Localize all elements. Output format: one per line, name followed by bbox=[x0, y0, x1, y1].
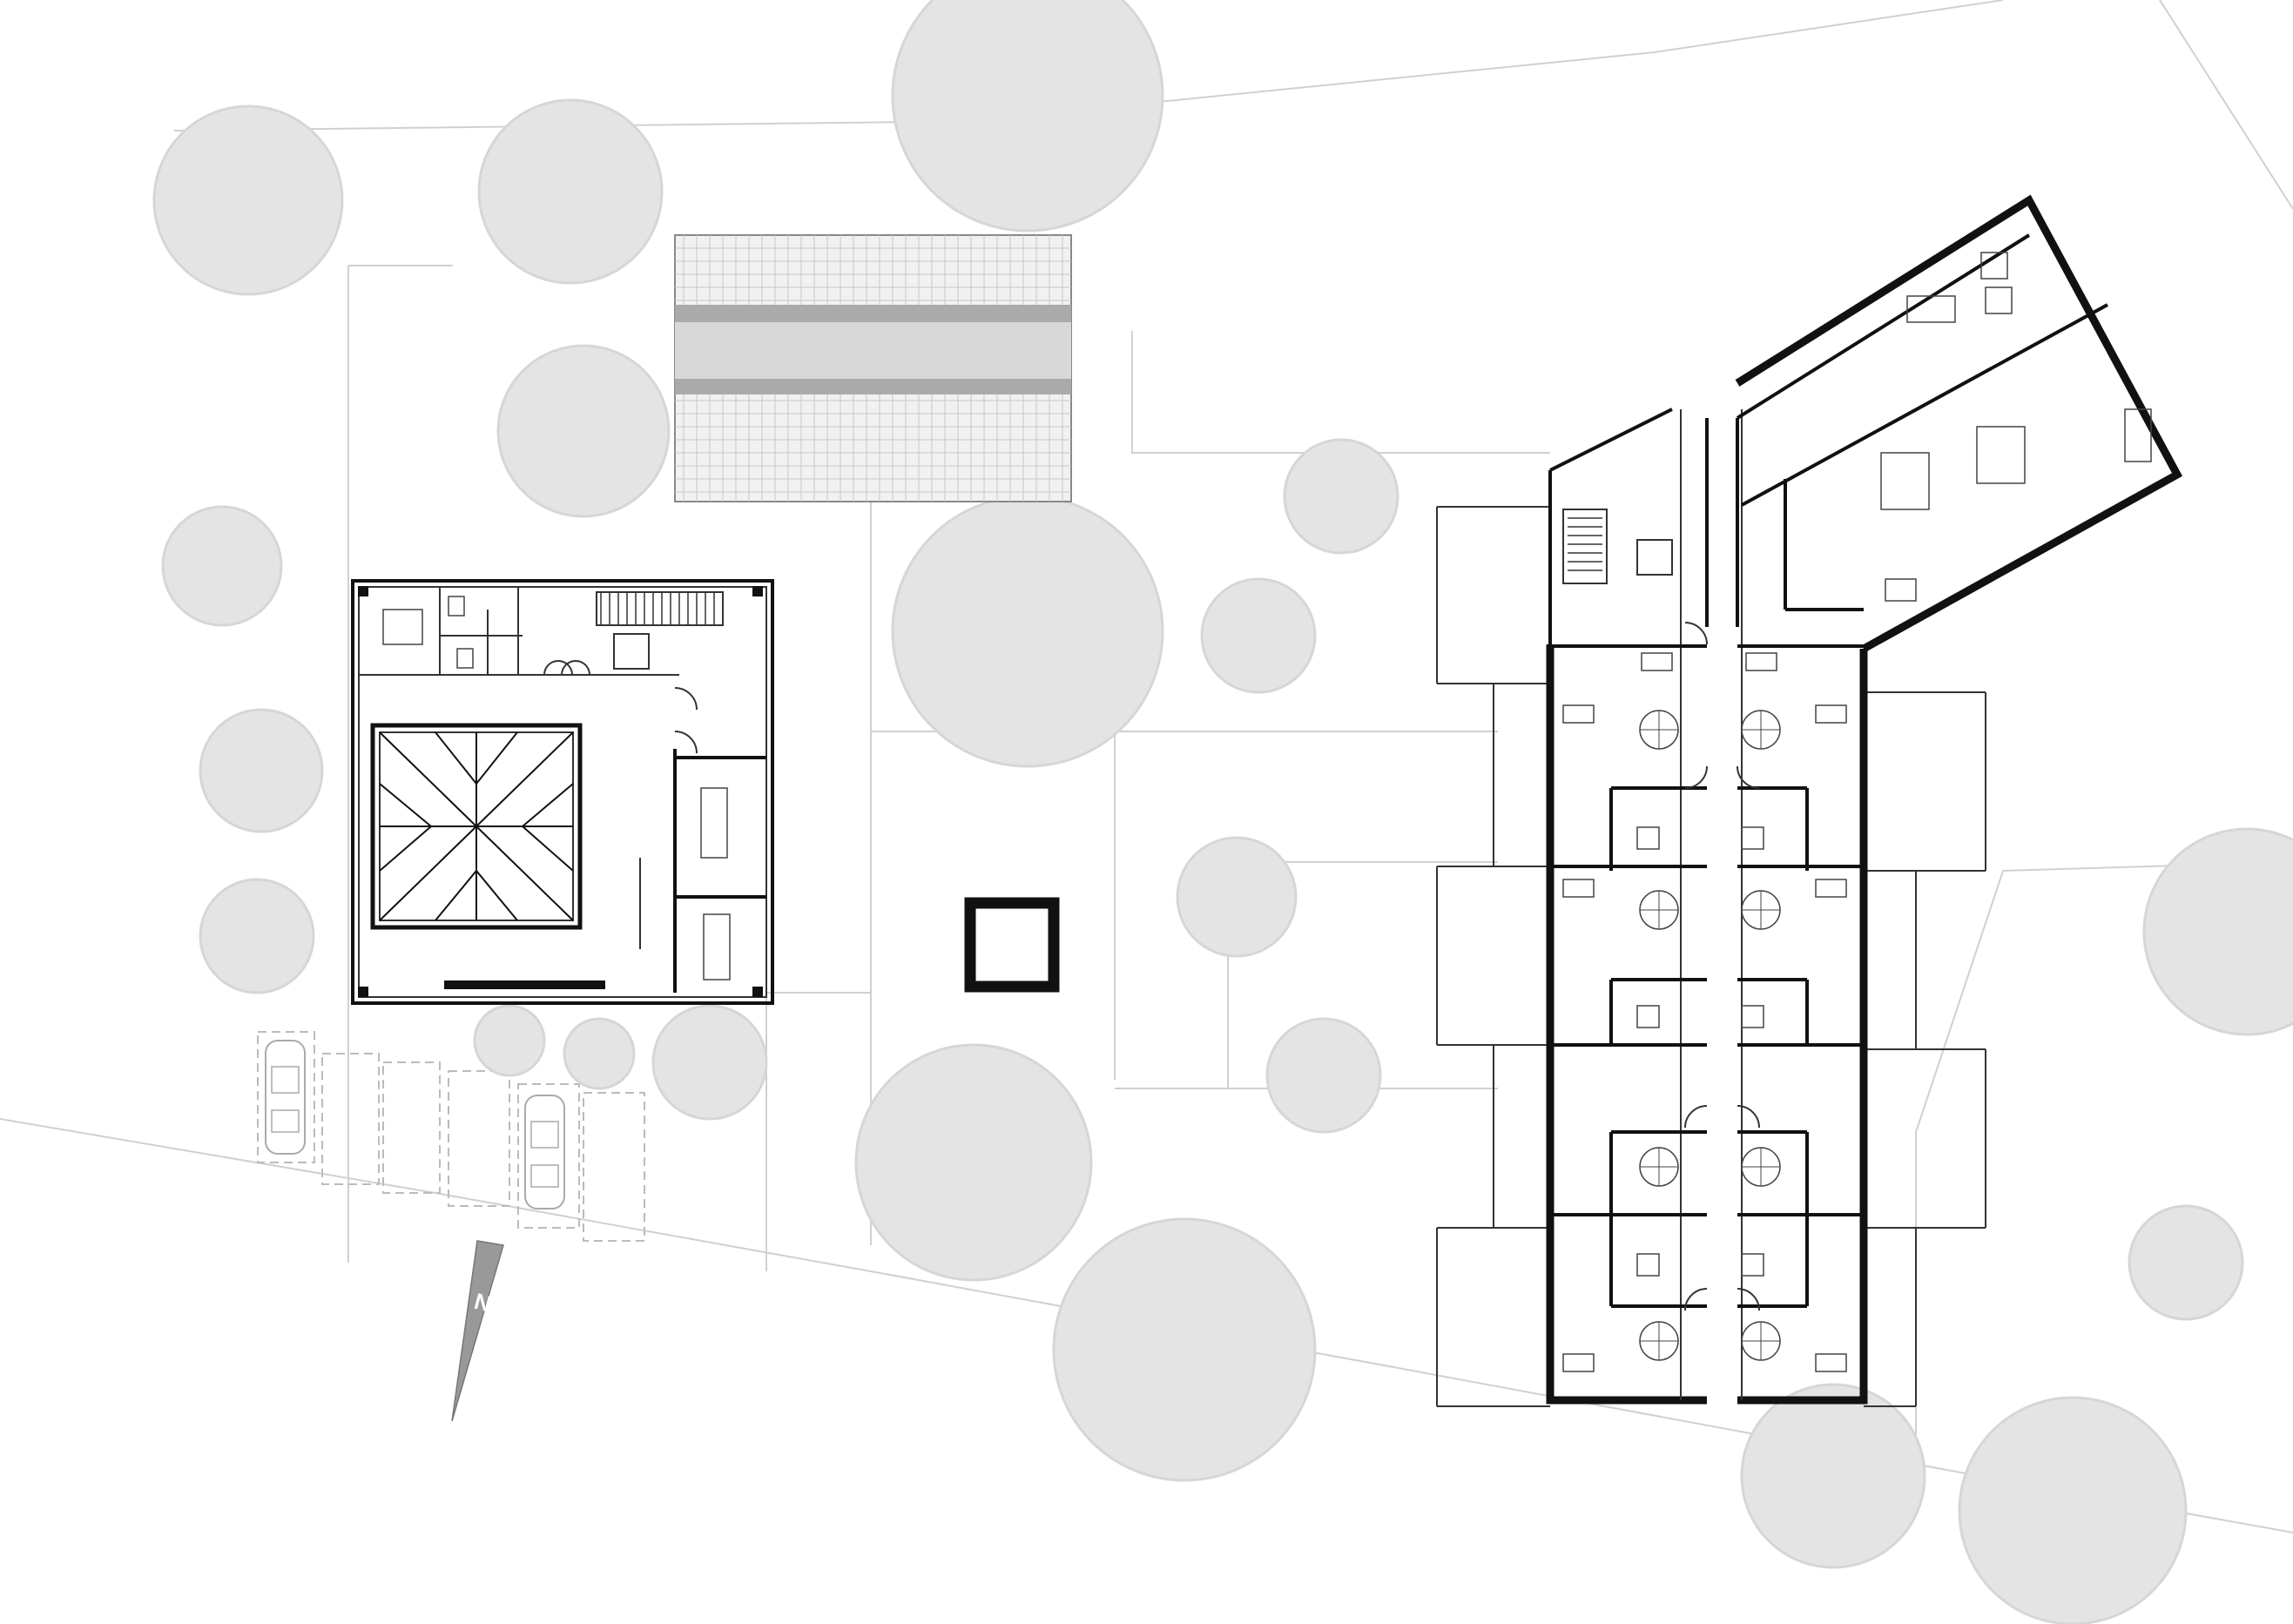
tree bbox=[854, 1043, 1093, 1282]
sofa bbox=[1815, 704, 1847, 724]
shower bbox=[1636, 1005, 1660, 1028]
table bbox=[1885, 578, 1917, 602]
meeting-table bbox=[700, 787, 728, 859]
tree bbox=[1200, 577, 1317, 694]
armchair bbox=[1985, 286, 2013, 314]
tree bbox=[1740, 1383, 1926, 1569]
pavilion bbox=[964, 897, 1060, 993]
unit-furniture bbox=[1562, 652, 1847, 1372]
shower bbox=[1741, 826, 1764, 850]
desk bbox=[1745, 652, 1777, 671]
tree bbox=[891, 495, 1164, 768]
tree bbox=[1176, 836, 1298, 958]
parking-space bbox=[382, 1061, 441, 1194]
tree bbox=[473, 1004, 546, 1077]
tree bbox=[1052, 1217, 1317, 1482]
tree bbox=[152, 104, 344, 296]
housing-building bbox=[1436, 194, 2183, 1407]
tree bbox=[563, 1017, 636, 1090]
parking-space bbox=[517, 1083, 580, 1229]
office-building bbox=[351, 579, 774, 1005]
bed bbox=[1976, 426, 2026, 484]
tree bbox=[2128, 1204, 2244, 1321]
tree bbox=[199, 708, 324, 833]
car bbox=[265, 1040, 306, 1155]
sofa bbox=[1815, 879, 1847, 898]
car bbox=[524, 1095, 565, 1210]
sofa bbox=[1562, 1353, 1595, 1372]
trees bbox=[152, 0, 2293, 1624]
tree bbox=[496, 344, 671, 518]
tree bbox=[1265, 1017, 1382, 1134]
shower bbox=[1636, 826, 1660, 850]
tree bbox=[891, 0, 1164, 232]
meeting-table bbox=[703, 913, 731, 980]
parking-space bbox=[583, 1092, 645, 1242]
north-arrow: N bbox=[451, 1240, 504, 1422]
sofa bbox=[1562, 704, 1595, 724]
toilet bbox=[456, 648, 474, 669]
tree bbox=[651, 1004, 768, 1121]
cars bbox=[265, 1040, 565, 1210]
toilet bbox=[448, 596, 465, 617]
tree bbox=[161, 505, 283, 627]
parking-space bbox=[257, 1031, 315, 1163]
tree bbox=[1283, 438, 1399, 555]
parking-space bbox=[448, 1070, 510, 1207]
dining-table bbox=[1906, 295, 1956, 323]
desk bbox=[1641, 652, 1673, 671]
tree bbox=[1958, 1396, 2188, 1624]
armchair bbox=[1980, 252, 2008, 280]
north-arrow-icon bbox=[451, 1240, 504, 1422]
sofa bbox=[1562, 879, 1595, 898]
tree bbox=[477, 98, 664, 285]
bed bbox=[1880, 452, 1930, 510]
tree bbox=[2142, 827, 2293, 1036]
shower bbox=[1636, 1253, 1660, 1277]
bed bbox=[2124, 408, 2152, 462]
tree bbox=[199, 878, 315, 994]
pergola bbox=[674, 234, 1072, 502]
sofa bbox=[1815, 1353, 1847, 1372]
shower bbox=[1741, 1253, 1764, 1277]
shower bbox=[1741, 1005, 1764, 1028]
parking-space bbox=[321, 1053, 380, 1185]
